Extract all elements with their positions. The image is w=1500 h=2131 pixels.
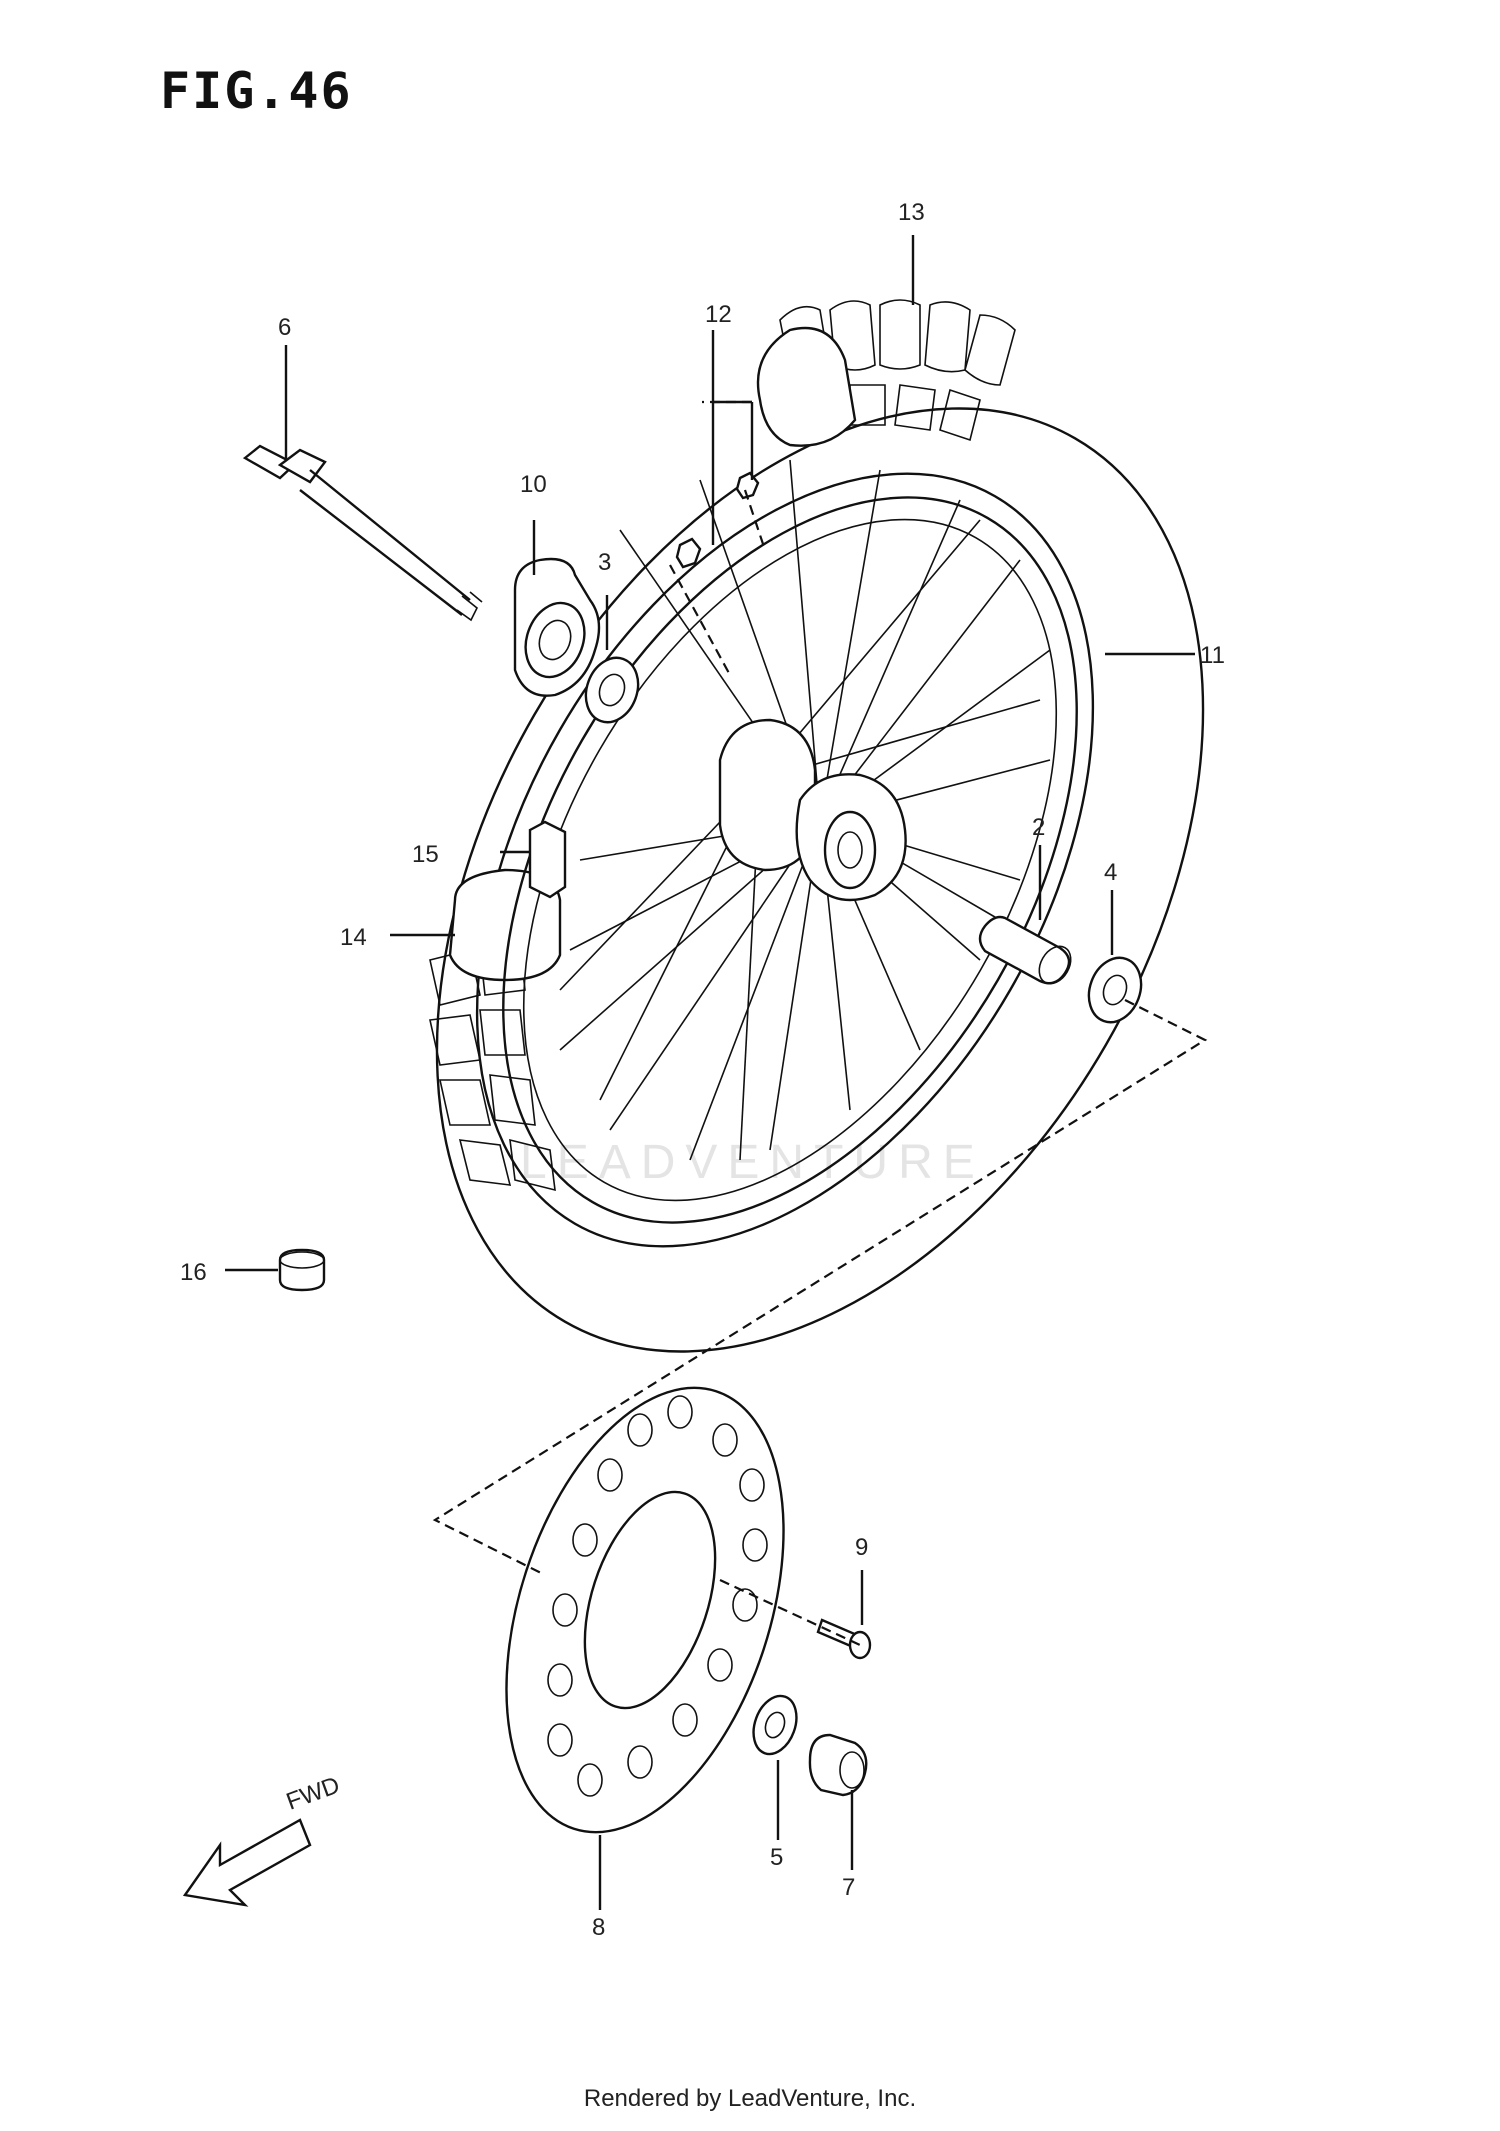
bearing-right[interactable] [1080,950,1150,1029]
disc-bolt[interactable] [816,1618,872,1660]
callout-15: 15 [412,841,439,868]
footer-credit: Rendered by LeadVenture, Inc. [583,2085,917,2112]
forward-arrow-icon [182,1818,312,1907]
spacer[interactable] [978,915,1077,989]
collar[interactable] [808,1733,868,1797]
tire-section-bottom [448,868,562,982]
callout-12: 12 [705,301,732,328]
tire-section-top [756,326,857,447]
forward-label: FWD [283,1772,344,1816]
brake-disc-holes [547,1395,768,1797]
speedometer-gearbox[interactable] [513,557,601,697]
washer[interactable] [746,1690,804,1760]
callout-8: 8 [592,1914,605,1941]
front-axle[interactable] [242,444,483,622]
tire[interactable] [279,273,1361,1486]
callout-9: 9 [855,1534,868,1561]
callout-5: 5 [770,1844,783,1871]
callout-11: 11 [1200,642,1225,669]
watermark: LEADVENTURE [520,1136,985,1189]
balance-weights[interactable] [675,471,760,569]
bearing-left[interactable] [577,650,647,729]
valve-cap[interactable] [278,1248,326,1292]
figure-title: FIG.46 [160,62,353,120]
callout-7: 7 [842,1874,855,1901]
rim[interactable] [385,398,1196,1322]
callout-6: 6 [278,314,291,341]
callout-4: 4 [1104,859,1117,886]
leader-lines [225,235,1195,1910]
rim-lock[interactable] [528,820,567,899]
callout-3: 3 [598,549,611,576]
callout-13: 13 [898,199,925,226]
brake-disc[interactable] [455,1353,835,1868]
callout-10: 10 [520,471,547,498]
callout-2: 2 [1032,814,1045,841]
hub[interactable] [718,718,907,902]
callout-14: 14 [340,924,367,951]
callout-16: 16 [180,1259,207,1286]
